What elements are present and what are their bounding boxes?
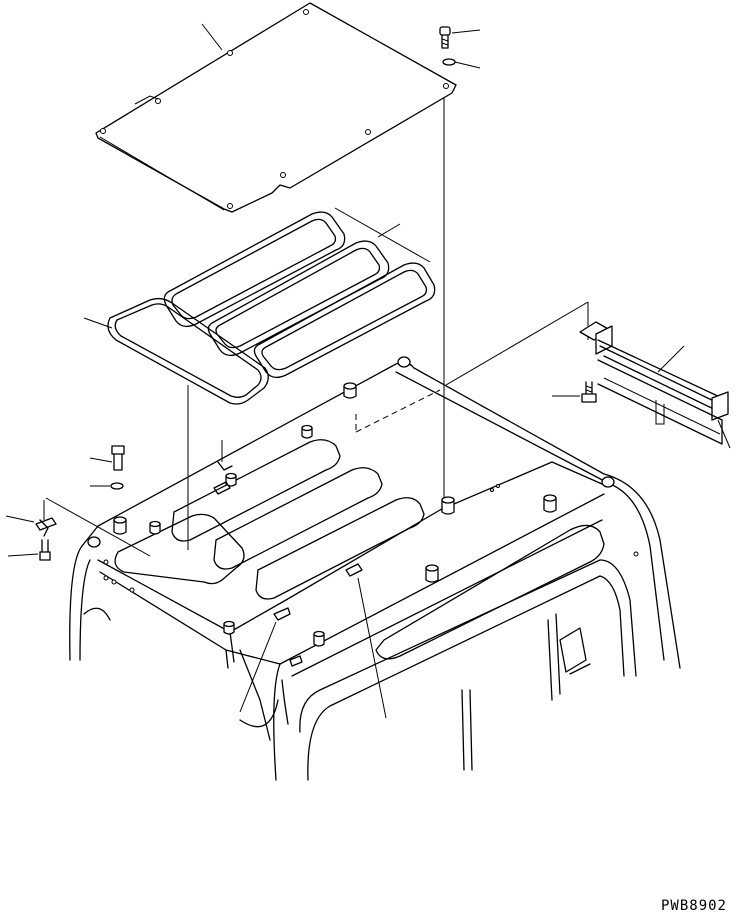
roof-bosses — [87, 356, 615, 647]
roof-cover-plate — [95, 2, 457, 213]
hidden-bracket-outline — [355, 389, 441, 433]
cab-roof — [69, 362, 681, 781]
rail-bolt — [581, 381, 597, 403]
cover-bolt — [439, 26, 451, 49]
leader-line-cover — [201, 23, 223, 51]
roof-seals — [107, 211, 436, 405]
drawing-code: PWB8902 — [660, 898, 727, 914]
roof-clips — [39, 461, 363, 667]
left-fasteners — [35, 445, 125, 561]
side-rail-assembly — [579, 302, 731, 449]
cover-washer — [442, 58, 456, 66]
